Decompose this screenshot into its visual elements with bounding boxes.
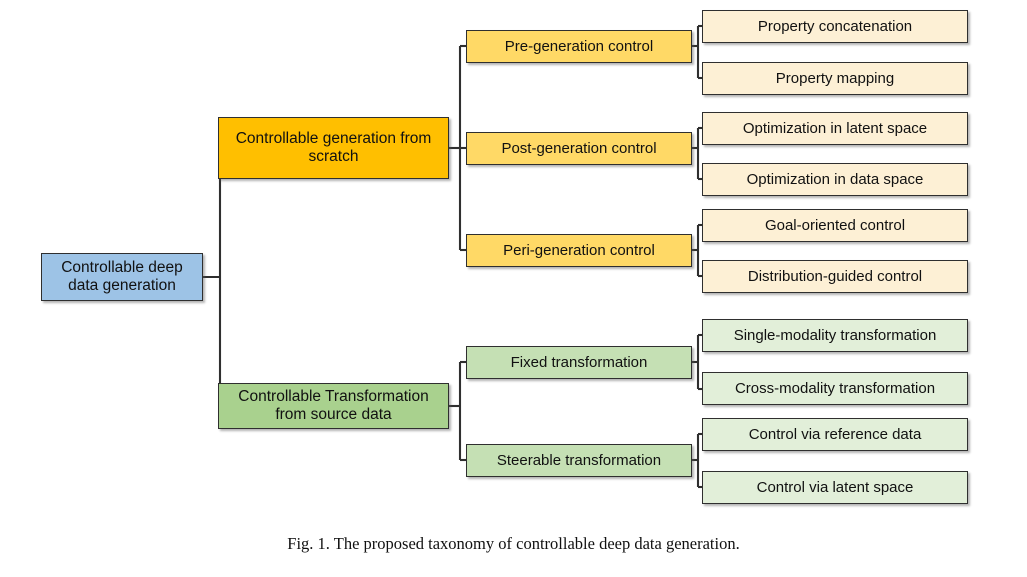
node-leaf-optimization-in-data-space[interactable]: Optimization in data space: [702, 163, 968, 196]
node-leaf-single-modality-transformation[interactable]: Single-modality transformation: [702, 319, 968, 352]
node-leaf-control-via-reference-data[interactable]: Control via reference data: [702, 418, 968, 451]
node-leaf-control-via-latent-space[interactable]: Control via latent space: [702, 471, 968, 504]
node-subcategory-peri-generation-control[interactable]: Peri-generation control: [466, 234, 692, 267]
node-subcategory-label: Peri-generation control: [503, 241, 655, 259]
node-leaf-property-mapping[interactable]: Property mapping: [702, 62, 968, 95]
node-leaf-optimization-in-latent-space[interactable]: Optimization in latent space: [702, 112, 968, 145]
node-leaf-goal-oriented-control[interactable]: Goal-oriented control: [702, 209, 968, 242]
node-subcategory-fixed-transformation[interactable]: Fixed transformation: [466, 346, 692, 379]
node-category-label: Controllable generation from scratch: [235, 129, 432, 165]
node-category-controllable-generation-from-scratch[interactable]: Controllable generation from scratch: [218, 117, 449, 179]
node-subcategory-label: Pre-generation control: [504, 37, 654, 55]
node-leaf-cross-modality-transformation[interactable]: Cross-modality transformation: [702, 372, 968, 405]
figure-caption: Fig. 1. The proposed taxonomy of control…: [287, 534, 740, 553]
node-leaf-label: Control via latent space: [756, 478, 914, 496]
node-leaf-label: Property concatenation: [757, 17, 913, 35]
node-category-label: Controllable Transformation from source …: [238, 387, 429, 423]
node-leaf-label: Distribution-guided control: [747, 267, 923, 285]
node-subcategory-post-generation-control[interactable]: Post-generation control: [466, 132, 692, 165]
node-subcategory-label: Post-generation control: [501, 139, 657, 157]
node-subcategory-label: Steerable transformation: [496, 451, 662, 469]
node-leaf-label: Single-modality transformation: [733, 326, 937, 344]
node-leaf-property-concatenation[interactable]: Property concatenation: [702, 10, 968, 43]
node-leaf-label: Optimization in latent space: [742, 119, 928, 137]
node-leaf-distribution-guided-control[interactable]: Distribution-guided control: [702, 260, 968, 293]
node-subcategory-steerable-transformation[interactable]: Steerable transformation: [466, 444, 692, 477]
node-leaf-label: Goal-oriented control: [764, 216, 906, 234]
node-leaf-label: Optimization in data space: [746, 170, 924, 188]
node-subcategory-pre-generation-control[interactable]: Pre-generation control: [466, 30, 692, 63]
node-leaf-label: Property mapping: [775, 69, 895, 87]
node-category-controllable-transformation-from-source-data[interactable]: Controllable Transformation from source …: [218, 383, 449, 429]
node-subcategory-label: Fixed transformation: [510, 353, 648, 371]
node-root[interactable]: Controllable deep data generation: [41, 253, 203, 301]
node-leaf-label: Control via reference data: [748, 425, 922, 443]
node-root-label: Controllable deep data generation: [61, 258, 183, 294]
node-leaf-label: Cross-modality transformation: [734, 379, 936, 397]
